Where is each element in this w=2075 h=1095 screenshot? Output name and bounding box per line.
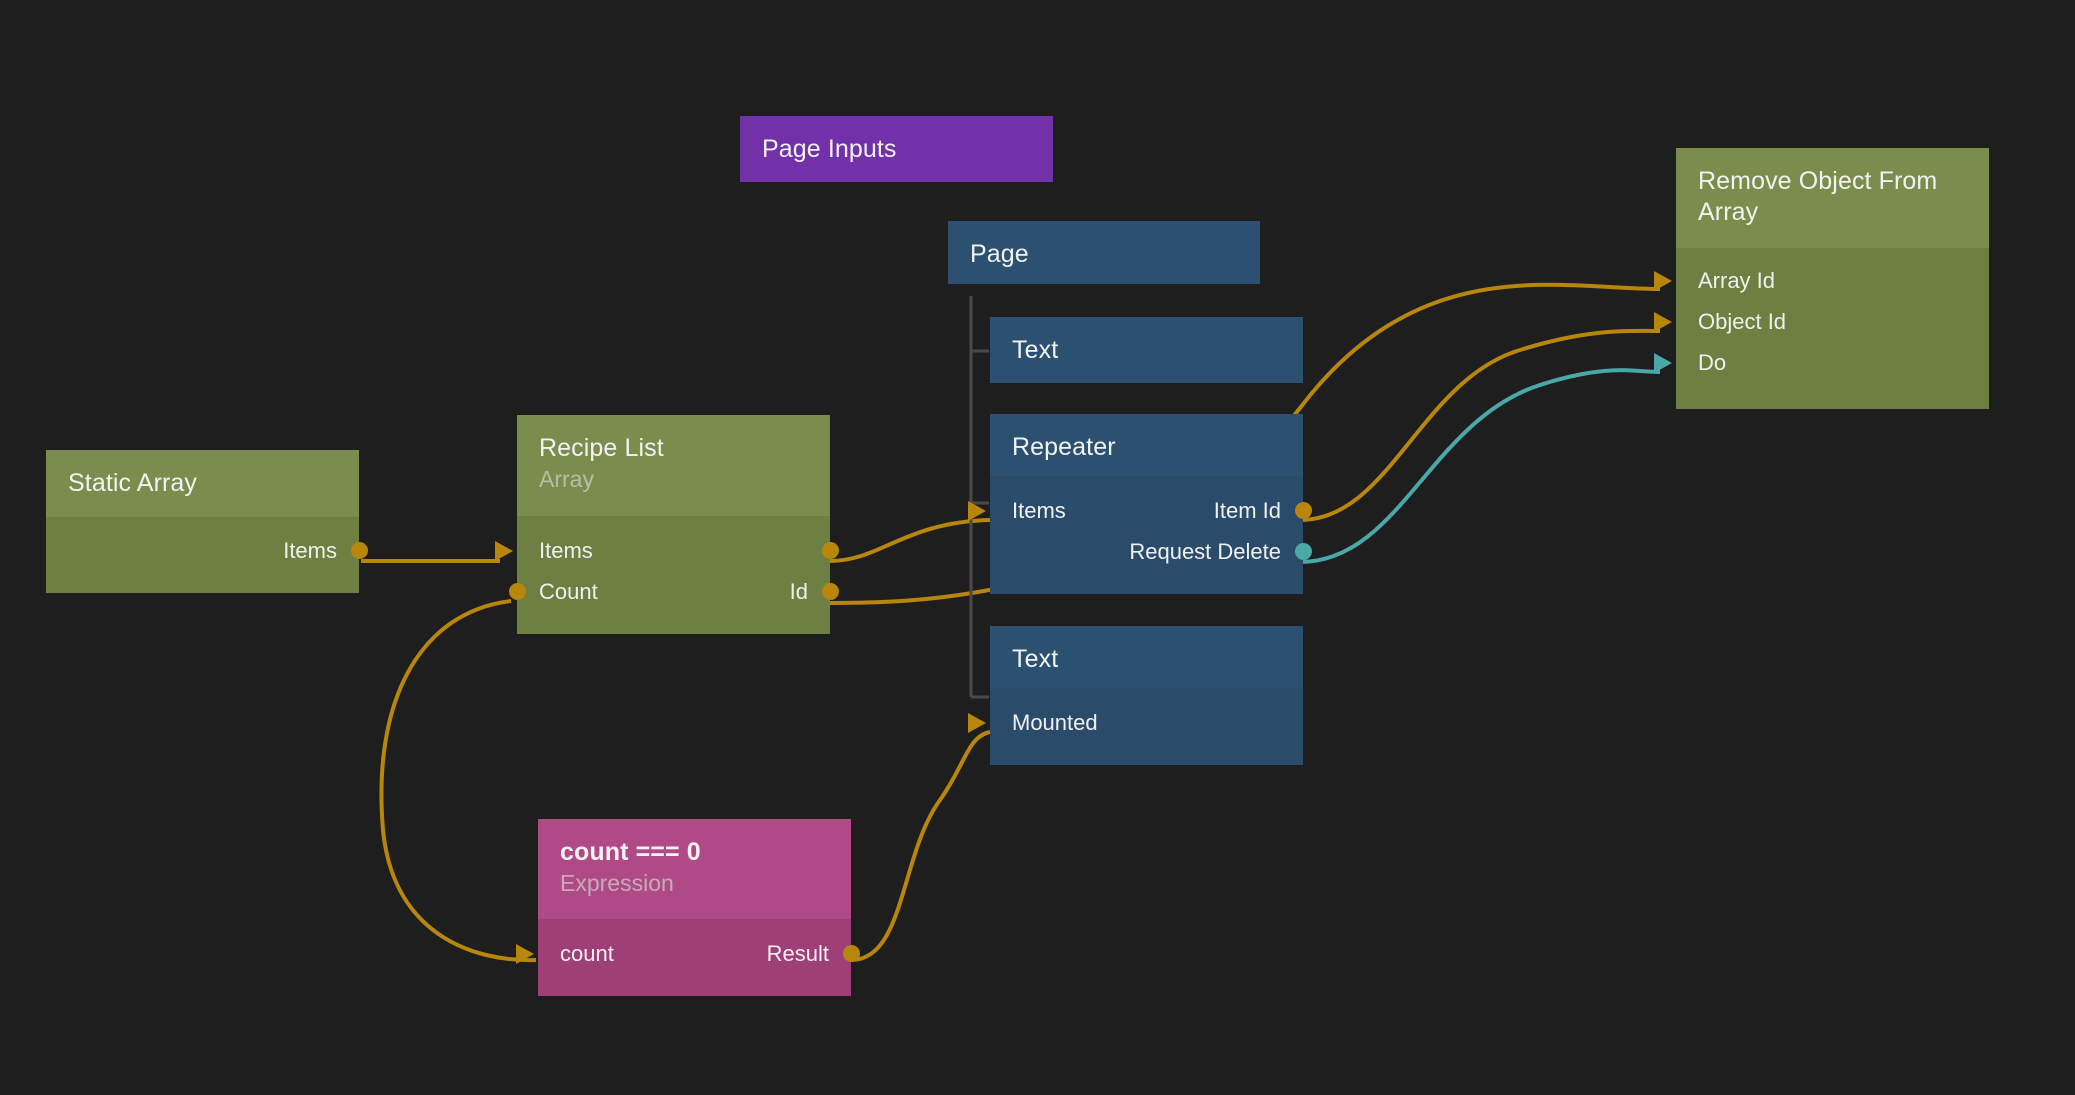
node-text-bottom-header[interactable]: Text: [990, 626, 1303, 688]
node-repeater-body: Items Item Id Request Delete: [968, 476, 1312, 594]
node-text-bottom-body: Mounted: [968, 688, 1303, 765]
port-dot-recipe-list-count[interactable]: [508, 583, 526, 600]
node-static-array-body: Items: [46, 517, 368, 593]
port-dot-expression-result[interactable]: [842, 945, 860, 962]
edge-recipelist-count-to-expression-count: [379, 599, 537, 963]
node-text-top-header[interactable]: Text: [990, 317, 1303, 383]
port-row-remove-object-object-id[interactable]: Object Id: [1654, 301, 1989, 342]
port-row-repeater-items[interactable]: Items Item Id: [968, 490, 1312, 531]
port-row-remove-object-array-id[interactable]: Array Id: [1654, 260, 1989, 301]
node-page-inputs-title: Page Inputs: [762, 135, 897, 163]
port-label-recipe-list-count: Count: [539, 578, 598, 604]
port-row-remove-object-do[interactable]: Do: [1654, 342, 1989, 383]
node-recipe-list-body: Items Count Id: [495, 516, 839, 634]
node-repeater-title: Repeater: [1012, 433, 1116, 461]
port-row-static-array-items[interactable]: Items: [46, 530, 368, 571]
node-text-top-title: Text: [1012, 336, 1059, 364]
port-label-remove-object-do: Do: [1698, 349, 1727, 375]
node-recipe-list-subtitle: Array: [539, 466, 594, 492]
input-arrow-icon: [1654, 311, 1672, 332]
node-recipe-list-header[interactable]: Recipe List Array: [517, 415, 830, 516]
port-row-text-mounted[interactable]: Mounted: [968, 702, 1303, 743]
port-label-text-mounted: Mounted: [1012, 709, 1098, 735]
port-dot-recipe-list-id[interactable]: [821, 583, 839, 600]
node-page-title: Page: [970, 240, 1029, 268]
node-expression-body: count Result: [516, 919, 860, 996]
port-dot-static-array-items[interactable]: [350, 542, 368, 559]
node-recipe-list-title: Recipe List: [539, 434, 664, 462]
node-page[interactable]: Page: [948, 221, 1260, 284]
node-page-inputs[interactable]: Page Inputs: [740, 116, 1053, 182]
signal-input-arrow-icon: [1654, 352, 1672, 373]
port-row-recipe-list-items[interactable]: Items: [495, 530, 839, 571]
port-dot-repeater-request-delete[interactable]: [1294, 543, 1312, 560]
port-label-static-array-items: Items: [283, 537, 337, 563]
port-row-repeater-request-delete[interactable]: Request Delete: [990, 531, 1312, 572]
port-label-remove-object-object-id: Object Id: [1698, 308, 1787, 334]
node-static-array-title: Static Array: [68, 469, 198, 497]
node-recipe-list[interactable]: Recipe List Array Items Count Id: [495, 415, 839, 634]
port-label-repeater-request-delete: Request Delete: [1129, 538, 1281, 564]
node-repeater-header[interactable]: Repeater: [990, 414, 1303, 476]
node-expression-title: count === 0: [560, 838, 701, 866]
port-label-recipe-list-items: Items: [539, 537, 593, 563]
port-dot-recipe-list-items-out[interactable]: [821, 542, 839, 559]
port-dot-repeater-item-id[interactable]: [1294, 502, 1312, 519]
port-label-expression-count: count: [560, 940, 614, 966]
node-static-array-header[interactable]: Static Array: [46, 450, 359, 517]
input-arrow-icon: [495, 540, 513, 561]
input-arrow-icon: [1654, 270, 1672, 291]
node-page-inputs-header[interactable]: Page Inputs: [740, 116, 1053, 182]
node-expression-subtitle: Expression: [560, 870, 674, 896]
port-row-recipe-list-count[interactable]: Count Id: [508, 571, 839, 612]
node-page-header[interactable]: Page: [948, 221, 1260, 284]
node-remove-object-title: Remove Object From Array: [1698, 167, 1938, 226]
port-label-remove-object-array-id: Array Id: [1698, 267, 1776, 293]
port-label-repeater-items: Items: [1012, 497, 1066, 523]
node-static-array[interactable]: Static Array Items: [46, 450, 368, 593]
node-repeater[interactable]: Repeater Items Item Id Request Delete: [968, 414, 1312, 594]
edge-repeater-itemid-to-removeobject-objectid: [1299, 328, 1661, 522]
node-text-top[interactable]: Text: [990, 317, 1303, 383]
node-remove-object-from-array[interactable]: Remove Object From Array Array Id Object…: [1654, 148, 1989, 409]
node-remove-object-header[interactable]: Remove Object From Array: [1676, 148, 1989, 248]
node-remove-object-body: Array Id Object Id Do: [1654, 248, 1989, 409]
node-expression-header[interactable]: count === 0 Expression: [538, 819, 851, 919]
port-label-recipe-list-id: Id: [789, 578, 808, 604]
edge-repeater-requestdelete-to-removeobject-do: [1299, 368, 1661, 564]
input-arrow-icon: [968, 712, 986, 733]
port-label-expression-result: Result: [766, 940, 829, 966]
node-expression[interactable]: count === 0 Expression count Result: [516, 819, 860, 996]
input-arrow-icon: [968, 500, 986, 521]
port-label-repeater-item-id: Item Id: [1213, 497, 1281, 523]
port-row-expression-count[interactable]: count Result: [516, 933, 860, 974]
input-arrow-icon: [516, 943, 534, 964]
edge-expression-result-to-text-mounted: [850, 730, 991, 962]
edge-recipelist-items-to-repeater-items: [829, 518, 991, 563]
node-text-bottom-title: Text: [1012, 645, 1059, 673]
node-text-bottom[interactable]: Text Mounted: [968, 626, 1303, 765]
